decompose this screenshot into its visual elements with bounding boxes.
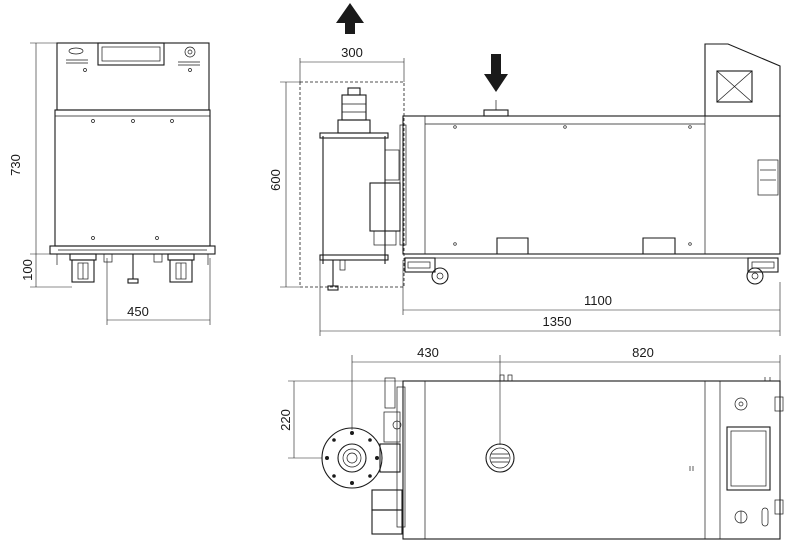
dim-top-side-offset: 220 <box>278 409 293 431</box>
front-display-screen <box>97 42 165 66</box>
front-knob-icon <box>184 46 196 58</box>
top-knob-icon <box>734 397 748 411</box>
arrow-up-icon <box>336 3 364 34</box>
side-extension-outline <box>299 81 405 288</box>
front-caster-left <box>71 259 95 283</box>
arrow-down-icon <box>484 54 508 92</box>
front-control-panel <box>56 42 210 111</box>
dim-top-left-offset: 430 <box>417 345 439 360</box>
top-view: 430 820 220 <box>278 345 784 540</box>
front-caster-right <box>169 259 193 283</box>
top-main-body <box>402 380 781 540</box>
side-control-box <box>704 43 781 117</box>
side-inlet-flange <box>483 109 509 117</box>
dim-side-extension-width: 300 <box>341 45 363 60</box>
top-display-screen <box>726 426 771 491</box>
front-body <box>54 109 211 247</box>
dim-side-extension-height: 600 <box>268 169 283 191</box>
top-motor-block <box>371 489 403 511</box>
dim-front-width: 450 <box>127 304 149 319</box>
side-caster-right <box>746 257 779 285</box>
side-display-outline <box>716 70 753 103</box>
dim-top-right-offset: 820 <box>632 345 654 360</box>
top-exhaust-flange <box>321 427 383 489</box>
front-view: 730 100 450 <box>8 42 216 325</box>
dim-front-base-height: 100 <box>20 259 35 281</box>
dim-side-total-length: 1350 <box>543 314 572 329</box>
side-view: 300 600 1100 1350 <box>268 3 781 336</box>
side-main-body <box>402 115 781 255</box>
side-top-valve <box>341 94 367 121</box>
side-caster-left <box>404 257 449 285</box>
dim-front-height: 730 <box>8 154 23 176</box>
dim-side-body-length: 1100 <box>584 293 612 308</box>
